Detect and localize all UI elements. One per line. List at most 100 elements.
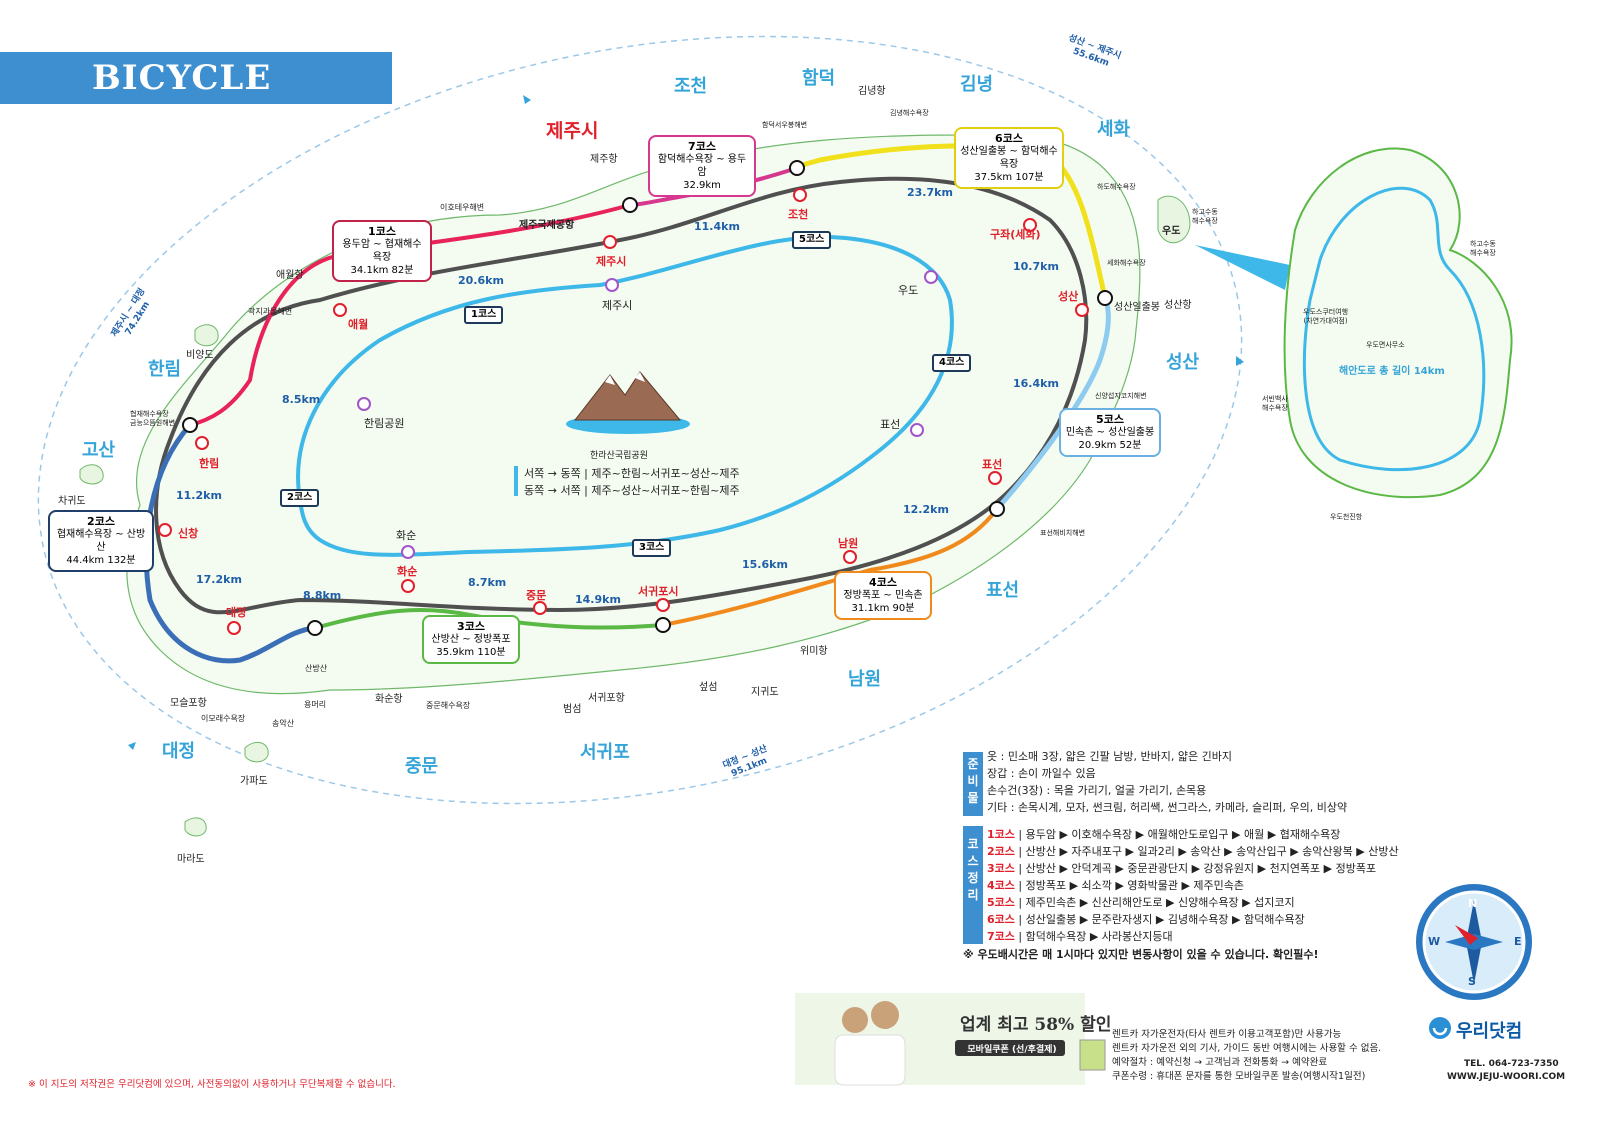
course-box-1: 1코스 용두암 ~ 협재해수욕장 34.1km 82분 (332, 220, 432, 282)
distance-label: 11.2km (176, 489, 222, 502)
place-songaksan: 송악산 (272, 719, 295, 728)
place-jigwido: 지귀도 (751, 687, 779, 698)
town-seongsan: 성산 (1058, 290, 1079, 303)
udo-coast-road (1302, 186, 1486, 472)
place-sanbangsan: 산방산 (305, 664, 328, 673)
junction-sanbangsan (307, 620, 323, 636)
place-wimi-port: 위미항 (800, 646, 828, 657)
place-aewol-port: 애월항 (276, 270, 304, 281)
compass-e: E (1514, 935, 1522, 948)
inner-tag-2: 2코스 (280, 489, 320, 507)
distance-label: 20.6km (458, 274, 504, 287)
promo-line: 예약절차 : 예약신청 → 고객님과 전화통화 → 예약완료 (1112, 1057, 1328, 1068)
inner-stop-pyoseon: 표선 (880, 418, 901, 431)
town-marker-jocheon (793, 188, 807, 202)
inner-marker-hallim-park (357, 397, 371, 411)
town-seogwiposi: 서귀포시 (638, 585, 679, 598)
region-jungmun: 중문 (405, 756, 439, 777)
place-hwasun-port: 화순항 (375, 694, 403, 705)
compass-icon (1416, 884, 1532, 1000)
prep-tag: 준비물 (963, 752, 983, 816)
place-seogwipo-port: 서귀포항 (588, 693, 625, 704)
distance-label: 23.7km (907, 186, 953, 199)
course-route: 함덕해수욕장 ~ 용두암 (657, 154, 747, 178)
junction-jeongbang (655, 617, 671, 633)
place-jeju-airport: 제주국제공항 (519, 220, 575, 231)
course2-path (143, 423, 316, 664)
course-box-7: 7코스 함덕해수욕장 ~ 용두암 32.9km (648, 135, 756, 197)
place-biyangdo: 비양도 (186, 350, 214, 361)
place-hyeopjae: 협재해수욕장 금능으뜸원해변 (130, 410, 176, 427)
town-namwon: 남원 (838, 537, 859, 550)
promo-coupon: 모바일쿠폰 (선/후결제) (967, 1045, 1057, 1055)
course-route: 협재해수욕장 ~ 산방산 (56, 529, 146, 553)
inner-tag-4: 4코스 (932, 354, 972, 372)
compass-w: W (1428, 935, 1441, 948)
inner-marker-udo (924, 270, 938, 284)
chagwido-island (79, 464, 104, 485)
summary-line: 7코스 | 함덕해수욕장 ▶ 사라봉산지등대 (987, 930, 1173, 943)
udo-large-map (1283, 147, 1513, 499)
place-beomseom: 범섬 (563, 704, 582, 715)
course-route: 민속촌 ~ 성산일출봉 (1065, 427, 1155, 438)
udo-small-island (1157, 195, 1191, 244)
prep-line: 손수건(3장) : 목을 가리기, 얼굴 가리기, 손목용 (987, 784, 1207, 797)
town-marker-hallim (195, 436, 209, 450)
course-box-5: 5코스 민속촌 ~ 성산일출봉 20.9km 52분 (1059, 408, 1161, 457)
course-distance: 34.1km 82분 (350, 265, 414, 276)
udo-place-hagosu: 하고수동 해수욕장 (1470, 240, 1496, 257)
map-title: BICYCLE TOUR (92, 58, 272, 138)
town-daejeong: 대정 (226, 606, 247, 619)
legend-bar (514, 466, 518, 496)
junction-hyeopjae (182, 417, 198, 433)
junction-minsokchon (989, 501, 1005, 517)
place-marado: 마라도 (177, 854, 205, 865)
distance-label: 11.4km (694, 220, 740, 233)
udo-place-seobin: 서빈백사 해수욕장 (1262, 395, 1288, 412)
inner-marker-hwasun (401, 545, 415, 559)
promo-line: 렌트카 자가운전 외의 기사, 가이드 동반 여행시에는 사용할 수 없음. (1112, 1043, 1382, 1054)
udo-map-title: 해안도로 총 길이 14km (1339, 366, 1445, 377)
place-hado: 하도해수욕장 (1097, 183, 1136, 191)
course4-path (662, 507, 999, 627)
course-distance: 31.1km 90분 (851, 603, 915, 614)
brand-web: WWW.JEJU-WOORI.COM (1447, 1072, 1566, 1082)
course-distance: 32.9km (683, 180, 721, 191)
region-jejusi: 제주시 (546, 120, 599, 142)
place-gapado: 가파도 (240, 776, 268, 787)
region-gimnyeong: 김녕 (960, 74, 994, 95)
town-pyoseon: 표선 (982, 458, 1003, 471)
marado-island (184, 817, 207, 837)
place-seongsan-port: 성산항 (1164, 300, 1192, 311)
town-hwasun: 화순 (397, 565, 418, 578)
distance-label: 14.9km (575, 593, 621, 606)
course-title: 5코스 (1096, 413, 1124, 426)
town-marker-seongsan (1075, 303, 1089, 317)
place-imol: 이모래수욕장 (201, 714, 246, 723)
course-title: 7코스 (688, 140, 716, 153)
inner-marker-pyoseon (910, 423, 924, 437)
region-gosan: 고산 (82, 440, 116, 461)
place-hamdeok-beach: 함덕서우봉해변 (762, 121, 808, 129)
course-box-4: 4코스 정방폭포 ~ 민속촌 31.1km 90분 (834, 571, 932, 620)
udo-place-scooter: 우도스쿠터여행 (차연가대여점) (1303, 308, 1349, 325)
place-sinyang: 신양섭지코지해변 (1095, 392, 1147, 400)
region-hallim: 한림 (148, 359, 182, 380)
town-aewol: 애월 (348, 318, 369, 331)
course-route: 정방폭포 ~ 민속촌 (843, 590, 923, 601)
region-jocheon: 조천 (674, 76, 708, 97)
place-hallasan: 한라산국립공원 (590, 451, 648, 461)
region-pyoseon: 표선 (986, 580, 1020, 601)
prep-line: 장갑 : 손이 까일수 있음 (987, 767, 1096, 780)
summary-line: 6코스 | 성산일출봉 ▶ 문주란자생지 ▶ 김녕해수욕장 ▶ 함덕해수욕장 (987, 913, 1305, 926)
inner-marker-jejusi (605, 278, 619, 292)
ring-arrow-top (523, 95, 531, 104)
course5-path (995, 297, 1111, 511)
inner-tag-1: 1코스 (464, 306, 504, 324)
gapado-island (244, 741, 269, 763)
distance-label: 12.2km (903, 503, 949, 516)
town-marker-pyoseon (988, 471, 1002, 485)
region-seogwipo: 서귀포 (580, 742, 630, 763)
copyright-notice: ※ 이 지도의 저작권은 우리닷컴에 있으며, 사전동의없이 사용하거나 무단복… (28, 1079, 396, 1090)
distance-label: 10.7km (1013, 260, 1059, 273)
